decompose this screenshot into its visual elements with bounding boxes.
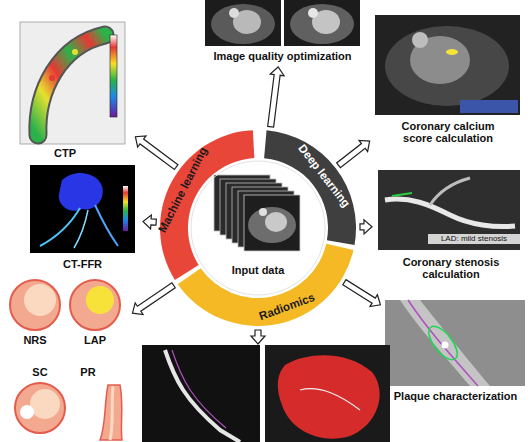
- coronary-model: [74, 210, 88, 248]
- ct-aorta: [229, 8, 239, 18]
- result-panel: LAD: mild stenosisCoronary stenosis calc…: [375, 168, 525, 284]
- remodeled-vessel: [100, 385, 122, 440]
- ct-image: [385, 300, 525, 386]
- panel-label: Image quality optimization: [195, 50, 370, 62]
- block-arrow: [343, 280, 381, 307]
- result-panel: Coronary calcium score calculation: [372, 12, 524, 148]
- stenosis-marker: [392, 193, 412, 196]
- circle-outline: [191, 161, 325, 295]
- perfusion-spot: [49, 75, 55, 81]
- panel-label: Plaque characterization: [383, 390, 528, 402]
- coronary-vessel: [385, 199, 515, 227]
- myocardium-outline: [38, 35, 105, 135]
- plaque-outline: [424, 322, 463, 365]
- block-arrow: [143, 215, 156, 229]
- coronary-vessel: [300, 389, 360, 410]
- ring-segment: Radiomics: [160, 130, 356, 326]
- centerline: [408, 300, 478, 386]
- color-bar: [123, 186, 128, 231]
- ct-image: [205, 0, 281, 46]
- result-panel: Image quality optimization: [200, 0, 365, 64]
- ct-image: [265, 345, 390, 442]
- ctp-image: [20, 22, 125, 144]
- ring-arc: [264, 130, 356, 245]
- lumen: [30, 389, 60, 419]
- result-panel: Plaque characterization: [383, 298, 528, 406]
- lumen: [110, 386, 113, 440]
- score-box: [460, 100, 518, 113]
- panel-label: PR: [63, 366, 113, 378]
- ct-image: [142, 345, 260, 442]
- panel-label: CTP: [15, 147, 115, 159]
- ct-ffr-image: [30, 165, 135, 253]
- block-arrow: [135, 136, 178, 170]
- coronary-model: [95, 205, 118, 246]
- aorta-model: [59, 173, 103, 211]
- block-arrow: [360, 220, 372, 234]
- ring-arc: [178, 244, 354, 326]
- coronary-model: [40, 208, 80, 246]
- ct-aorta: [259, 208, 267, 216]
- calcium-spot: [446, 49, 458, 55]
- ct-slice: [244, 195, 300, 251]
- result-panel: CT-FFR: [25, 162, 140, 274]
- color-bar: [110, 35, 117, 117]
- ct-body: [211, 4, 275, 44]
- panel-label: Input data: [190, 264, 326, 276]
- segmented-heart: [278, 355, 380, 438]
- lumen: [24, 284, 56, 316]
- result-panel: NRS LAP SCPR: [0, 276, 130, 442]
- panel-label: SC: [15, 366, 65, 378]
- vessel-cross-section: [70, 280, 120, 330]
- ct-aorta: [308, 8, 318, 18]
- coronary-branch: [430, 178, 470, 205]
- panel-label: Coronary stenosis calculation: [395, 256, 507, 280]
- centerline: [172, 350, 226, 428]
- ring-shape: [160, 130, 356, 326]
- vessel-cross-section: [10, 280, 60, 330]
- panel-label: CT-FFR: [25, 258, 140, 270]
- panel-label: NRS: [10, 334, 60, 346]
- myocardium-map: [38, 35, 105, 135]
- ct-body: [385, 26, 509, 106]
- ct-heart: [265, 212, 287, 232]
- ct-image: [284, 0, 360, 46]
- result-panel: CTP: [15, 20, 133, 162]
- ct-body: [248, 207, 296, 243]
- ct-body: [290, 4, 354, 44]
- vessel-section: [400, 300, 490, 386]
- low-attenuation-core: [86, 286, 114, 314]
- perfusion-spot: [72, 49, 78, 55]
- block-arrow: [268, 67, 284, 127]
- coronary-vessel: [165, 350, 240, 442]
- calcified-spot: [442, 342, 449, 349]
- block-arrow: [337, 140, 370, 167]
- ct-image: [378, 170, 520, 250]
- spotty-calcium: [20, 405, 34, 419]
- ct-aorta: [412, 32, 428, 48]
- panel-label: Coronary calcium score calculation: [392, 120, 504, 144]
- block-arrow: [251, 330, 265, 344]
- input-circle: Input data: [190, 160, 326, 296]
- vessel-cross-section: [15, 383, 65, 433]
- block-arrow: [132, 283, 175, 315]
- annotation-tag: LAD: mild stenosis: [428, 234, 520, 244]
- panel-label: LAP: [70, 334, 120, 346]
- ct-image: [375, 15, 520, 115]
